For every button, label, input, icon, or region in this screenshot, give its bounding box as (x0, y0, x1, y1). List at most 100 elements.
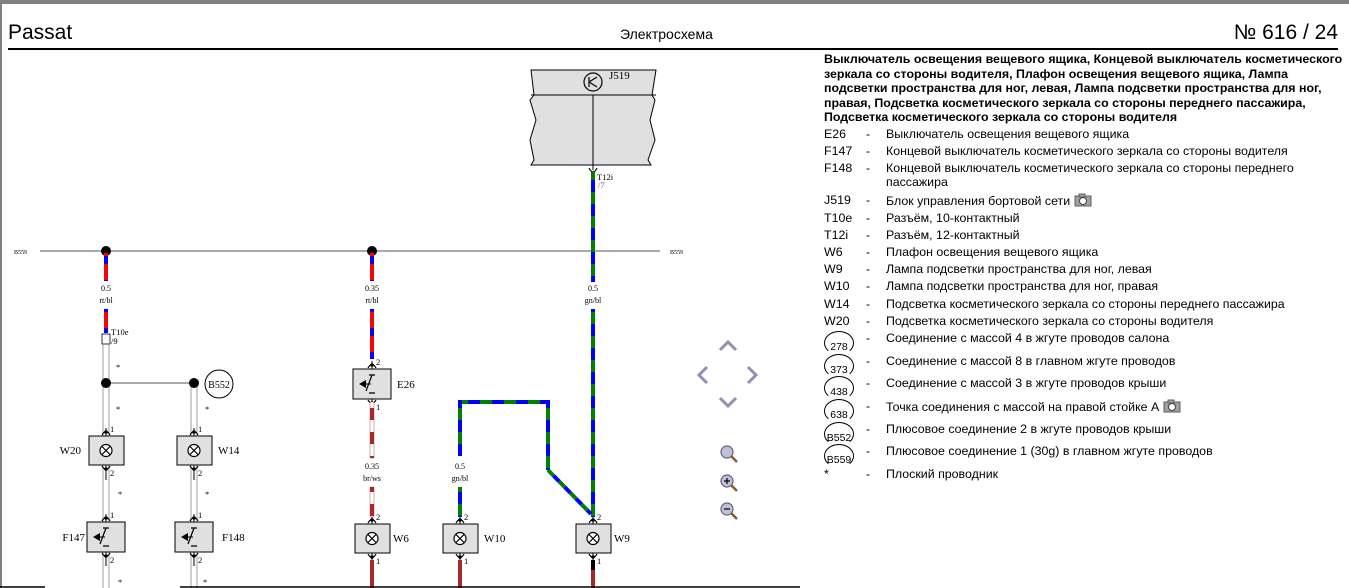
junction-dot (101, 246, 111, 256)
t10e-pin: /9 (111, 336, 118, 346)
legend-code: * (824, 467, 829, 482)
pin-number: 2 (198, 468, 202, 478)
pin-number: 2 (464, 512, 468, 522)
camera-icon[interactable] (1074, 193, 1092, 207)
wire-br[interactable] (370, 560, 374, 588)
legend-desc: Лампа подсветки пространства для ног, пр… (886, 279, 1159, 294)
legend-desc: Выключатель освещения вещевого ящика (886, 126, 1130, 141)
wire-gn-bl[interactable] (591, 309, 595, 517)
pan-down-button[interactable] (717, 396, 739, 410)
legend-item: E26 -Выключатель освещения вещевого ящика (824, 127, 1344, 141)
b552-connection[interactable] (204, 369, 234, 399)
junction-dot (367, 246, 377, 256)
legend-dash: - (866, 296, 871, 311)
window-frame-left (0, 0, 2, 588)
transistor-icon (583, 72, 603, 92)
legend-item: W9-Лампа подсветки пространства для ног,… (824, 262, 1344, 276)
wire-rt-bl[interactable] (104, 309, 108, 333)
component-label: F147 (62, 532, 85, 544)
svg-text:*: * (116, 362, 120, 372)
wire-size-label: 0.35 (365, 462, 379, 471)
camera-icon[interactable] (1163, 399, 1181, 413)
legend-dash: - (866, 444, 871, 459)
svg-text:*: * (203, 577, 207, 587)
wire-br-ws[interactable] (369, 401, 375, 459)
switch-actuator-icon (359, 380, 366, 388)
zoom-in-button[interactable] (718, 472, 740, 494)
legend-desc: Плоский проводник (886, 467, 999, 482)
pin-number: 2 (376, 512, 380, 522)
legend-desc: Разъём, 12-контактный (886, 227, 1020, 242)
legend-code: W20 (824, 313, 850, 328)
legend-dash: - (866, 279, 871, 294)
legend-item: F147-Концевой выключатель косметического… (824, 144, 1344, 158)
wire-br[interactable] (591, 570, 595, 588)
wire-size-label: 0.5 (101, 284, 111, 293)
wire-gn-bl[interactable] (591, 172, 595, 282)
legend-ground-item: B552-Плюсовое соединение 2 в жгуте прово… (824, 421, 1344, 446)
legend-code: T10e (824, 210, 853, 225)
document-type: Электросхема (620, 26, 713, 42)
wire-rt-bl[interactable] (370, 253, 374, 281)
svg-text:*: * (205, 404, 209, 414)
wire-rt-bl[interactable] (370, 309, 374, 359)
bus-label-right: B559 (670, 250, 683, 256)
wire-gn-bl[interactable] (458, 487, 462, 517)
legend-dash: - (866, 421, 871, 436)
svg-text:*: * (205, 489, 209, 499)
switch-f148[interactable]: 1 2 F148 (174, 510, 245, 566)
legend-desc: Точка соединения с массой на правой стой… (886, 399, 1344, 422)
pan-left-button[interactable] (695, 364, 709, 386)
legend-title: Выключатель освещения вещевого ящика, Ко… (824, 52, 1343, 125)
t10e-label: T10e (111, 327, 129, 337)
pin-number: 1 (198, 510, 202, 520)
pin-number: 1 (597, 556, 601, 566)
wire-gn-bl[interactable] (546, 400, 550, 470)
legend-dash: - (866, 353, 871, 368)
connector-t10e (101, 333, 111, 345)
wire-gn-bl[interactable] (458, 400, 550, 404)
component-label: E26 (397, 379, 415, 391)
legend-item: W10-Лампа подсветки пространства для ног… (824, 279, 1344, 293)
pan-up-button[interactable] (717, 338, 739, 352)
page-header: Passat Электросхема № 616 / 24 (8, 4, 1338, 50)
pin-number: 2 (110, 468, 114, 478)
legend-code: E26 (824, 126, 847, 141)
ground-point-icon: B552 (824, 421, 866, 446)
legend-desc: Концевой выключатель косметического зерк… (886, 144, 1288, 159)
legend-ground-item: 278-Соединение с массой 4 в жгуте провод… (824, 331, 1344, 356)
b552-label: B552 (208, 380, 230, 391)
legend-footnote: * - Плоский проводник (824, 467, 1344, 481)
legend-dash: - (866, 313, 871, 328)
legend-dash: - (866, 227, 871, 242)
switch-e26[interactable]: 2 1 E26 (352, 357, 415, 413)
zoom-out-button[interactable] (718, 500, 740, 522)
zoom-reset-button[interactable] (718, 443, 740, 465)
legend-desc: Плюсовое соединение 1 (30g) в главном жг… (886, 444, 1213, 459)
legend-item: T10e-Разъём, 10-контактный (824, 211, 1344, 225)
legend-desc: Разъём, 10-контактный (886, 210, 1020, 225)
pin-number: 2 (597, 512, 601, 522)
wire-sw[interactable] (591, 560, 595, 570)
pin-number: 1 (376, 402, 380, 412)
legend-dash: - (866, 192, 871, 207)
wire-size-label: 0.5 (455, 462, 465, 471)
wire-rt-bl[interactable] (104, 253, 108, 281)
pin-number: 2 (198, 555, 202, 565)
legend-desc: Соединение с массой 3 в жгуте проводов к… (886, 376, 1167, 391)
component-label: W20 (60, 445, 82, 457)
wire-br-ws[interactable] (369, 486, 375, 518)
component-label: F148 (222, 532, 245, 544)
wire-gn-bl[interactable] (458, 400, 462, 456)
j519-control-unit[interactable]: J519 (529, 69, 657, 170)
pin-number: 2 (376, 357, 380, 367)
wire-br[interactable] (458, 560, 462, 588)
pan-right-button[interactable] (746, 364, 760, 386)
legend-dash: - (866, 126, 871, 141)
